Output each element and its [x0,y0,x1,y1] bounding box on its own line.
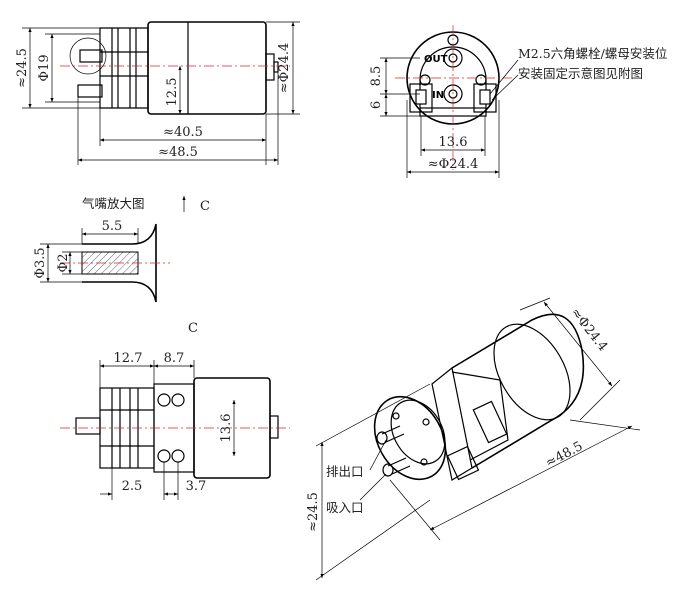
iso-inlet-label: 吸入口 [326,500,364,515]
iso-screw-1 [392,412,400,420]
bottom-dim-12-7: 12.7 [114,351,143,366]
front-note-leader-1 [489,59,519,95]
side-detail-circle [69,37,107,75]
iso-outlet-label: 排出口 [326,464,364,479]
front-note-leader-2 [491,74,519,101]
front-right-slot [479,89,491,105]
nozzle-detail: 气嘴放大图 C 5.5 Φ3.5 Φ2 [33,196,210,303]
bottom-screw-2 [171,393,185,407]
bottom-view-label: C [188,321,198,336]
nozzle-dim-outer: Φ3.5 [33,247,48,278]
iso-inlet-leader [359,473,387,501]
side-head-split [100,51,148,77]
iso-tab-right [472,400,508,444]
iso-tab-bottom [446,445,480,481]
nozzle-arrow-label: C [200,199,210,214]
bottom-screw-1 [157,393,171,407]
front-screw-left [419,74,431,86]
side-view: ≈24.5 Φ19 12.5 ≈Φ24.4 ≈40.5 ≈48.5 [15,21,300,165]
isometric-view: 排出口 吸入口 ≈Φ24.4 ≈48.5 ≈24.5 [306,297,641,581]
front-view: OUT IN M2.5六角螺栓/螺母安装位 安装固定示意图见附图 8.5 6 1… [369,25,667,178]
side-lower-tube [77,84,103,98]
side-dim-mid-height: 12.5 [165,78,180,107]
side-dim-body-dia: ≈Φ24.4 [277,43,292,94]
front-screw-right [475,74,487,86]
iso-dim-length: ≈48.5 [543,439,585,471]
iso-screw-2 [422,418,430,426]
bottom-tube [75,417,101,435]
iso-dim-height: ≈24.5 [306,492,321,532]
side-upper-tube [79,49,103,63]
front-left-slot [415,89,427,105]
front-left-tab [409,83,433,113]
iso-motor-body [451,313,585,469]
front-right-tab [473,83,497,113]
bottom-back-cap [269,415,279,439]
iso-outlet-tip [376,431,388,445]
side-dim-body-length: ≈40.5 [163,125,203,140]
bottom-screw-4 [171,449,185,463]
nozzle-title: 气嘴放大图 [82,196,145,211]
side-back-cap [265,53,275,81]
bottom-screw-3 [157,449,171,463]
iso-motor-end [493,323,571,421]
nozzle-dim-length: 5.5 [102,219,123,234]
side-dim-total-length: ≈48.5 [158,145,198,160]
bottom-dim-3-7: 3.7 [186,479,207,494]
side-head-block [99,27,149,109]
side-dim-total-height: ≈24.5 [15,48,30,88]
front-dim-6: 6 [369,101,384,109]
front-note-line2: 安装固定示意图见附图 [518,66,643,81]
bottom-view: C 12.7 8.7 13.6 2.5 [60,321,290,500]
bottom-dim-13-6: 13.6 [219,414,234,443]
front-dim-8-5: 8.5 [369,66,384,87]
iso-outlet-leader [369,439,387,471]
iso-mount-ring [451,371,509,461]
iso-inlet-tip [382,463,394,477]
iso-dim-dia: ≈Φ24.4 [567,305,610,354]
iso-screw-3 [420,458,428,466]
front-in-label: IN [432,90,444,101]
front-note-line1: M2.5六角螺栓/螺母安装位 [518,46,667,61]
side-dim-nozzle-dia: Φ19 [37,54,52,81]
front-out-label: OUT [424,54,448,65]
bottom-dim-2-5: 2.5 [122,479,143,494]
nozzle-dim-inner: Φ2 [56,254,71,273]
side-back-pin [273,61,279,73]
front-dim-13-6: 13.6 [439,135,468,150]
bottom-dim-8-7: 8.7 [164,351,185,366]
front-dim-dia: ≈Φ24.4 [428,157,479,172]
